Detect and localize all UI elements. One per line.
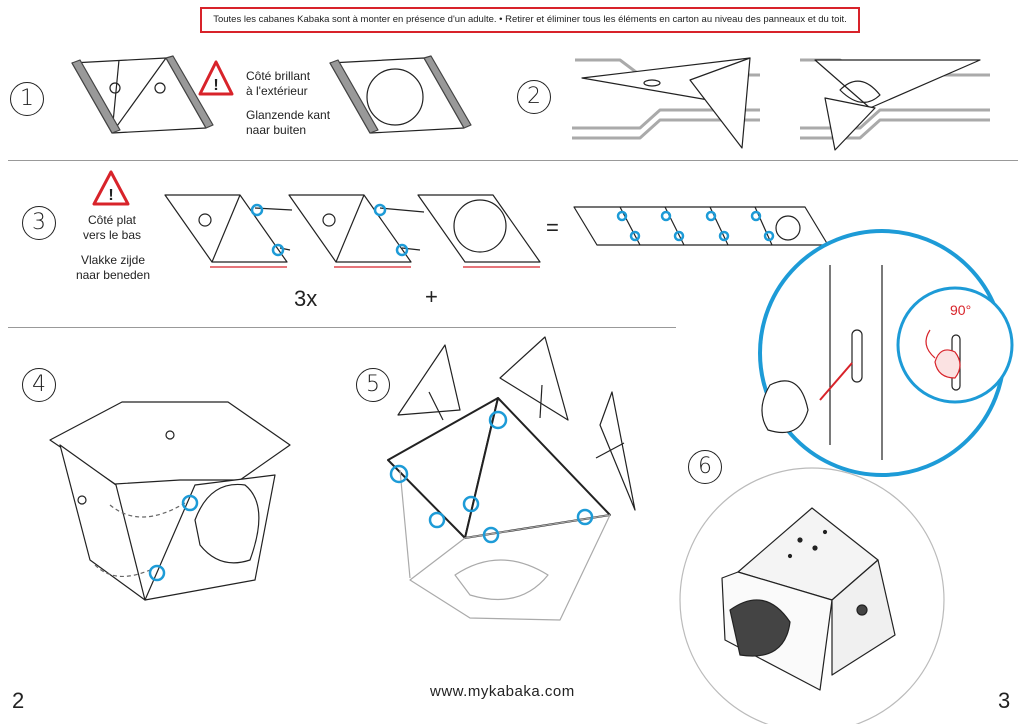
step1-panel-right [329,55,472,134]
step3-fr-line1: Côté plat [87,213,137,227]
step5-illustration [387,336,636,621]
page-number-left: 2 [12,688,25,713]
step3-panels [164,194,829,268]
step6-detail-zoom [758,229,1014,477]
step1-nl-line2: naar buiten [246,123,307,137]
step3-nl-line1: Vlakke zijde [80,253,146,267]
rotation-label: 90° [950,302,972,318]
page-number-right: 3 [998,688,1011,713]
plus-sign: + [425,284,438,309]
equals-sign: = [546,215,559,240]
step4-illustration [49,401,291,601]
step2-illustration-left [572,57,760,149]
step-number-3: 3 [22,206,56,240]
step-number-6: 6 [688,450,722,484]
step3-fr-line2: vers le bas [82,228,142,242]
step1-nl-line1: Glanzende kant [246,108,331,122]
step1-fr-line1: Côté brillant [246,69,311,83]
step-number-4: 4 [22,368,56,402]
step-number-5: 5 [356,368,390,402]
step2-illustration-right [800,58,990,151]
step-number-2: 2 [517,80,551,114]
connector-highlights [148,203,775,582]
step-number-1: 1 [10,82,44,116]
multiplier-label: 3x [294,286,318,311]
step3-nl-line2: naar beneden [75,268,151,282]
step1-fr-line2: à l'extérieur [246,84,308,98]
safety-notice: Toutes les cabanes Kabaka sont à monter … [200,7,860,33]
step6-final-kennel [679,467,945,724]
divider-2 [8,327,676,328]
divider-1 [8,160,1018,161]
step1-panel-left [71,55,214,134]
website-link[interactable]: www.mykabaka.com [430,683,575,700]
